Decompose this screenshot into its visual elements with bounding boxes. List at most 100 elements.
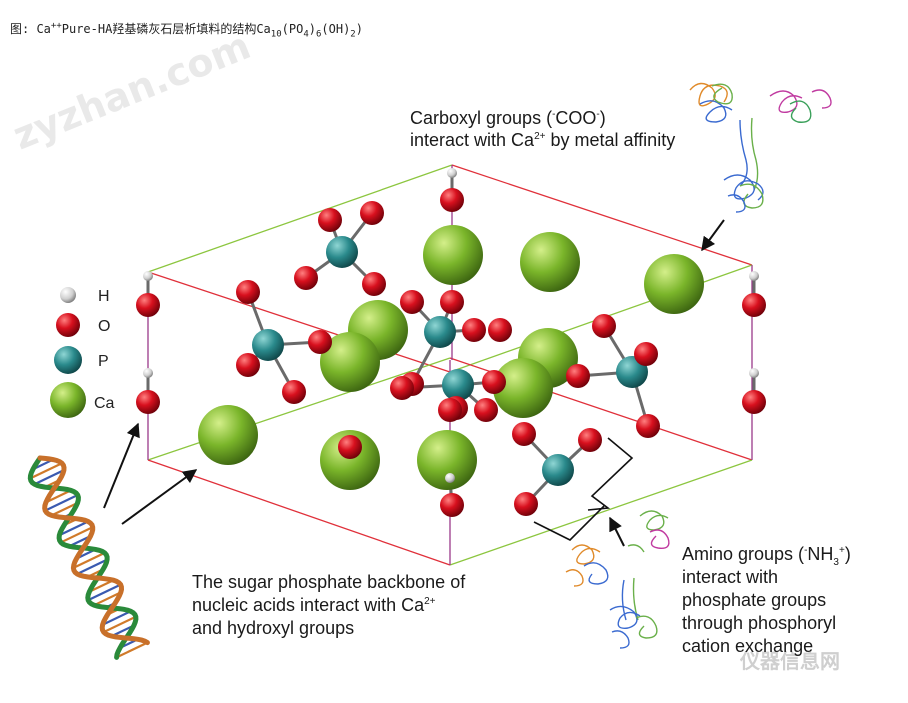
oxygen-atom [482, 370, 506, 394]
box-edge [147, 459, 451, 566]
caption-sub-6: 6 [315, 29, 322, 40]
antibody-bottom-fab-right [627, 510, 670, 553]
arrow-antibody-to-carboxyl [701, 219, 725, 252]
phosphorus-atom [326, 236, 358, 268]
annotation-sugar-phosphate: The sugar phosphate backbone of nucleic … [192, 572, 466, 638]
annotation-amino-line1: Amino groups (-NH3+) [682, 544, 851, 568]
oxygen-atom [592, 314, 616, 338]
arrow-dna-to-calcium [121, 469, 198, 525]
legend-phosphorus-label: P [98, 353, 109, 370]
dna-backbone-strand [27, 455, 139, 660]
dna-base-pair [29, 462, 63, 480]
calcium-atom [417, 430, 477, 490]
antibody-bottom-fab-left [565, 544, 609, 587]
oxygen-atom [742, 293, 766, 317]
box-edge [147, 271, 451, 373]
oxygen-atom [282, 380, 306, 404]
calcium-atom [320, 332, 380, 392]
dna-base-pair [44, 494, 79, 512]
oxygen-atom [236, 353, 260, 377]
legend-oxygen-label: O [98, 318, 110, 335]
antibody-bottom-fc [609, 577, 658, 649]
box-edge [449, 459, 753, 566]
calcium-atom [493, 358, 553, 418]
dna-backbone-strand [37, 455, 150, 646]
annotation-carboxyl-line1: Carboxyl groups (-COO-) [410, 108, 606, 128]
annotation-sugar-line3: and hydroxyl groups [192, 618, 354, 638]
dna-base-pair [51, 502, 78, 517]
annotation-amino-line5: cation exchange [682, 636, 813, 656]
legend-hydrogen-icon [60, 287, 76, 303]
hydrogen-atom [447, 168, 457, 178]
oxygen-atom [438, 398, 462, 422]
legend: H O P Ca [50, 287, 115, 418]
dna-base-pair [60, 526, 94, 544]
annotation-amino-line3: phosphate groups [682, 590, 826, 610]
dna-helix-illustration [27, 455, 150, 660]
dna-base-pair [93, 591, 122, 607]
caption-sub-2: 2 [350, 29, 356, 40]
hydrogen-atom [749, 271, 759, 281]
legend-phosphorus-icon [54, 346, 82, 374]
antibody-bottom-illustration [565, 510, 670, 649]
oxygen-atom [362, 272, 386, 296]
dna-base-pair [103, 615, 137, 634]
dna-base-pair [87, 583, 122, 602]
oxygen-atom [308, 330, 332, 354]
caption-end: ) [355, 22, 363, 36]
dna-base-pair [45, 489, 72, 504]
dna-base-pair [102, 610, 132, 626]
antibody-top-illustration [689, 82, 832, 213]
hydrogen-atom [143, 271, 153, 281]
annotation-sugar-line1: The sugar phosphate backbone of [192, 572, 466, 592]
annotation-amino-line2: interact with [682, 567, 778, 587]
calcium-atom [423, 225, 483, 285]
legend-calcium-label: Ca [94, 395, 115, 412]
dna-base-pair [72, 551, 106, 569]
oxygen-atom [742, 390, 766, 414]
caption-main: Pure-HA羟基磷灰石层析填料的结构Ca [61, 22, 271, 36]
antibody-fab-right [769, 89, 832, 123]
annotation-carboxyl-line2: interact with Ca2+ by metal affinity [410, 130, 675, 150]
annotation-amino: Amino groups (-NH3+) interact with phosp… [682, 544, 851, 656]
oxygen-atom [636, 414, 660, 438]
antibody-fc [723, 117, 764, 213]
calcium-atom [644, 254, 704, 314]
oxygen-atom [512, 422, 536, 446]
oxygen-atom [474, 398, 498, 422]
dna-base-pair [76, 558, 108, 575]
legend-calcium-icon [50, 382, 86, 418]
atoms-layer [136, 168, 766, 517]
phosphorus-atom [424, 316, 456, 348]
oxygen-atom [578, 428, 602, 452]
oxygen-atom [440, 188, 464, 212]
oxygen-atom [440, 290, 464, 314]
annotation-amino-line4: through phosphoryl [682, 613, 836, 633]
calcium-atom [520, 232, 580, 292]
dna-base-pair [34, 469, 65, 486]
calcium-atom [198, 405, 258, 465]
arrow-dna-to-hydroxyl [103, 422, 140, 509]
phosphorus-atom [542, 454, 574, 486]
caption-paren: ) [308, 22, 316, 36]
caption-sub-4: 4 [303, 29, 309, 40]
legend-hydrogen-label: H [98, 288, 110, 305]
phosphate-bracket [533, 437, 634, 541]
caption-sub-10: 10 [270, 29, 282, 40]
hydrogen-atom [143, 368, 153, 378]
legend-oxygen-icon [56, 313, 80, 337]
calcium-atom [320, 430, 380, 490]
watermark-left: zyzhan.com [7, 23, 257, 158]
annotation-carboxyl: Carboxyl groups (-COO-) interact with Ca… [410, 108, 675, 150]
watermark-right: 仪器信息网 [739, 649, 840, 673]
oxygen-atom [400, 290, 424, 314]
dna-base-pair [58, 520, 89, 537]
phosphorus-atom [442, 369, 474, 401]
oxygen-atom [566, 364, 590, 388]
dna-base-pair [88, 579, 114, 593]
antibody-fab-left [689, 82, 733, 123]
oxygen-atom [488, 318, 512, 342]
caption-charge: ++ [50, 21, 62, 31]
oxygen-atom [462, 318, 486, 342]
